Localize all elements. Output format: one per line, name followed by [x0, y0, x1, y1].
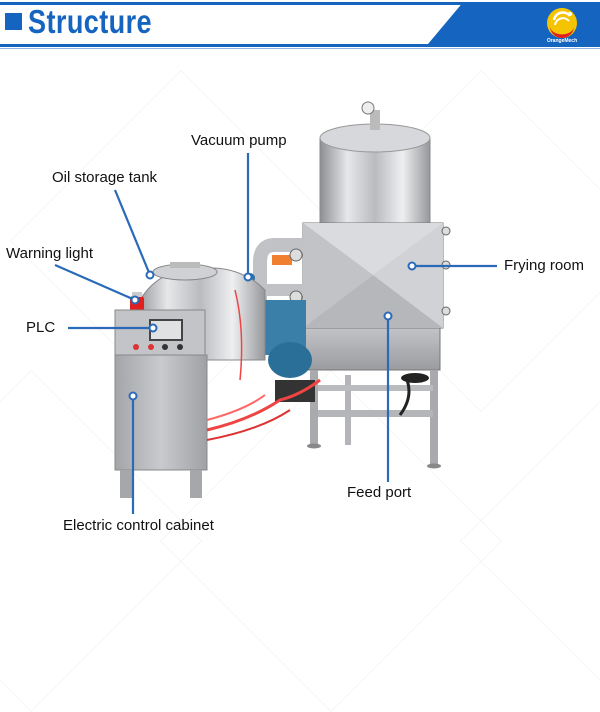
frying-room-box	[302, 222, 451, 329]
header-top-line	[0, 2, 600, 5]
callout-dot-frying-room	[407, 261, 417, 271]
orangemech-logo-icon	[547, 8, 577, 38]
header-banner: Structure OrangeMech	[0, 0, 600, 49]
header-thin-line	[0, 48, 600, 49]
leader-line-oil-storage-tank	[113, 189, 152, 276]
label-frying-room: Frying room	[504, 257, 585, 274]
page-title: Structure	[28, 3, 152, 40]
label-warning-light: Warning light	[6, 245, 93, 262]
leader-line-warning-light	[54, 263, 136, 302]
frying-room-stand	[304, 319, 441, 469]
callout-dot-oil-storage-tank	[145, 270, 155, 280]
vacuum-fryer-illustration	[54, 101, 497, 514]
label-plc: PLC	[26, 319, 56, 336]
callout-dot-vacuum-pump	[243, 272, 253, 282]
callout-dot-feed-port	[383, 311, 393, 321]
logo-text: OrangeMech	[546, 38, 578, 44]
title-bullet-icon	[5, 13, 22, 30]
callout-dot-warning-light	[130, 295, 140, 305]
upper-tank	[319, 101, 431, 234]
label-vacuum-pump: Vacuum pump	[191, 132, 287, 149]
callout-dot-plc	[148, 323, 158, 333]
label-oil-storage-tank: Oil storage tank	[52, 169, 158, 186]
label-electric-control-cabinet: Electric control cabinet	[63, 517, 214, 534]
label-feed-port: Feed port	[347, 484, 412, 501]
callout-dot-electric-control-cabinet	[128, 391, 138, 401]
red-wiring	[206, 289, 321, 441]
header-bottom-line	[0, 44, 600, 47]
electric-control-cabinet-body	[114, 309, 208, 498]
